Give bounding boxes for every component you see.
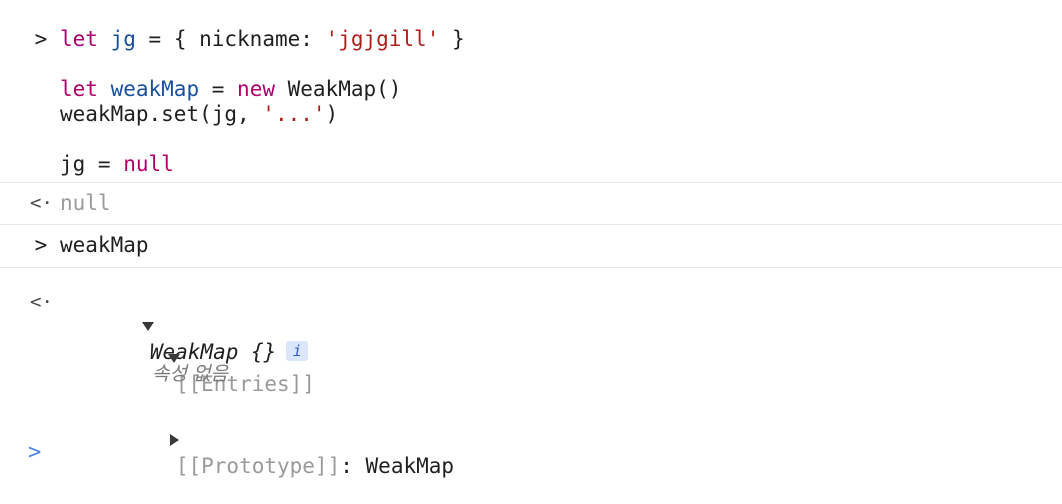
input-prompt-icon: > [34, 27, 48, 51]
expand-triangle-icon[interactable] [141, 321, 154, 331]
keyword: new [237, 77, 275, 101]
code-text: weakMap [60, 233, 149, 257]
code-text: jg = [60, 152, 124, 176]
prototype-separator: : [340, 454, 366, 478]
entries-label: [[Entries]] [175, 372, 315, 396]
code-text: weakMap.set(jg, [60, 102, 263, 126]
result-value: null [60, 191, 111, 215]
info-icon[interactable]: i [286, 341, 309, 361]
tree-node-prototype[interactable]: [[Prototype]]: WeakMap [92, 404, 454, 504]
no-properties-text: 속성 없음 [152, 363, 228, 385]
code-text: WeakMap() [274, 77, 402, 101]
object-label: WeakMap {} [149, 340, 277, 364]
keyword: null [123, 152, 174, 176]
prototype-value: WeakMap [365, 454, 455, 478]
variable: jg [110, 27, 136, 51]
result-arrow-icon: <· [30, 192, 53, 214]
code-block: let jg = { nickname: 'jgjgill' } let wea… [60, 0, 1062, 177]
string-literal: '...' [262, 102, 326, 126]
console-prompt-icon[interactable]: > [28, 440, 42, 465]
keyword: let [60, 77, 98, 101]
console-result-entry: <· null [0, 183, 1062, 225]
prototype-label: [[Prototype]] [175, 454, 341, 478]
code-text: } [439, 27, 465, 51]
console-input-entry[interactable]: > let jg = { nickname: 'jgjgill' } let w… [0, 0, 1062, 183]
keyword: let [60, 27, 98, 51]
code-text: = [199, 77, 238, 101]
object-tree-root[interactable]: WeakMap {} i [66, 290, 309, 390]
expand-triangle-icon[interactable] [167, 353, 180, 363]
tree-node-entries[interactable]: [[Entries]] [92, 322, 315, 422]
input-prompt-icon: > [34, 233, 48, 257]
console-input-entry[interactable]: > weakMap [0, 225, 1062, 268]
variable: weakMap [110, 77, 200, 101]
code-text: ) [325, 102, 339, 126]
string-literal: 'jgjgill' [325, 27, 440, 51]
result-arrow-icon: <· [30, 291, 53, 313]
console-result-entry: <· WeakMap {} i [[Entries]] 속성 없음 [[Proto… [0, 268, 1062, 478]
code-text: = { nickname: [135, 27, 326, 51]
collapsed-triangle-icon[interactable] [169, 434, 179, 446]
